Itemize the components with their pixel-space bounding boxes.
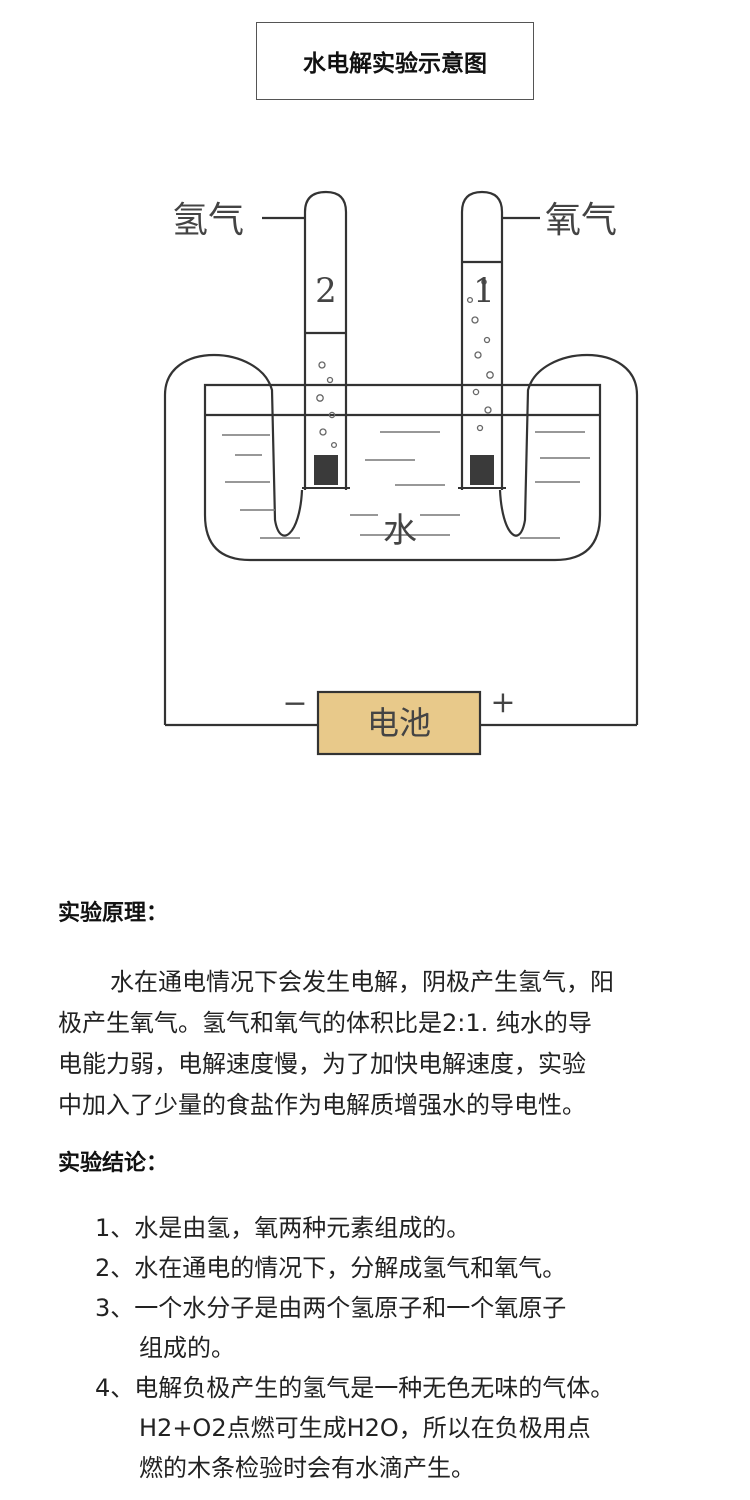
page-title: 水电解实验示意图 bbox=[303, 51, 487, 77]
right-electrode bbox=[470, 455, 494, 485]
title-box: 水电解实验示意图 bbox=[256, 22, 534, 100]
list-item-continuation: H2+O2点燃可生成H2O，所以在负极用点 bbox=[139, 1414, 591, 1442]
negative-sign: − bbox=[282, 686, 307, 721]
water-label: 水 bbox=[383, 511, 417, 551]
battery-label: 电池 bbox=[367, 704, 431, 742]
right-test-tube bbox=[460, 190, 504, 490]
principle-line: 水在通电情况下会发生电解，阴极产生氢气，阳 bbox=[110, 968, 614, 996]
right-tube-number: 1 bbox=[473, 271, 495, 311]
principle-line: 极产生氧气。氢气和氧气的体积比是2:1. 纯水的导 bbox=[58, 1009, 592, 1037]
left-test-tube bbox=[303, 190, 348, 490]
battery bbox=[316, 690, 482, 756]
left-gas-label: 氢气 bbox=[172, 200, 244, 241]
left-electrode bbox=[314, 455, 338, 485]
list-item: 4、电解负极产生的氢气是一种无色无味的气体。 bbox=[95, 1374, 615, 1402]
conclusion-heading: 实验结论： bbox=[58, 1151, 169, 1176]
conclusion-list: 1、水是由氢，氧两种元素组成的。 2、水在通电的情况下，分解成氢气和氧气。 3、… bbox=[95, 1208, 735, 1488]
positive-sign: + bbox=[490, 685, 515, 720]
left-tube-number: 2 bbox=[315, 271, 337, 311]
list-item: 1、水是由氢，氧两种元素组成的。 bbox=[95, 1214, 471, 1242]
principle-paragraph: 水在通电情况下会发生电解，阴极产生氢气，阳 极产生氧气。氢气和氧气的体积比是2:… bbox=[58, 962, 728, 1126]
list-item-continuation: 燃的木条检验时会有水滴产生。 bbox=[139, 1454, 475, 1482]
circuit-wire-right bbox=[498, 354, 639, 725]
circuit-wire bbox=[163, 354, 304, 725]
list-item: 2、水在通电的情况下，分解成氢气和氧气。 bbox=[95, 1254, 567, 1282]
principle-line: 电能力弱，电解速度慢，为了加快电解速度，实验 bbox=[58, 1050, 586, 1078]
water-tank bbox=[203, 383, 602, 562]
water-lines bbox=[222, 431, 590, 539]
list-item-continuation: 组成的。 bbox=[139, 1334, 235, 1362]
electrolysis-diagram: 电池 氢气 氧气 2 1 水 − + bbox=[163, 190, 639, 756]
right-gas-label: 氧气 bbox=[545, 200, 617, 241]
list-item: 3、一个水分子是由两个氢原子和一个氧原子 bbox=[95, 1294, 567, 1322]
principle-heading: 实验原理： bbox=[58, 901, 169, 926]
principle-line: 中加入了少量的食盐作为电解质增强水的导电性。 bbox=[58, 1091, 586, 1119]
gas-bubbles bbox=[316, 279, 494, 449]
